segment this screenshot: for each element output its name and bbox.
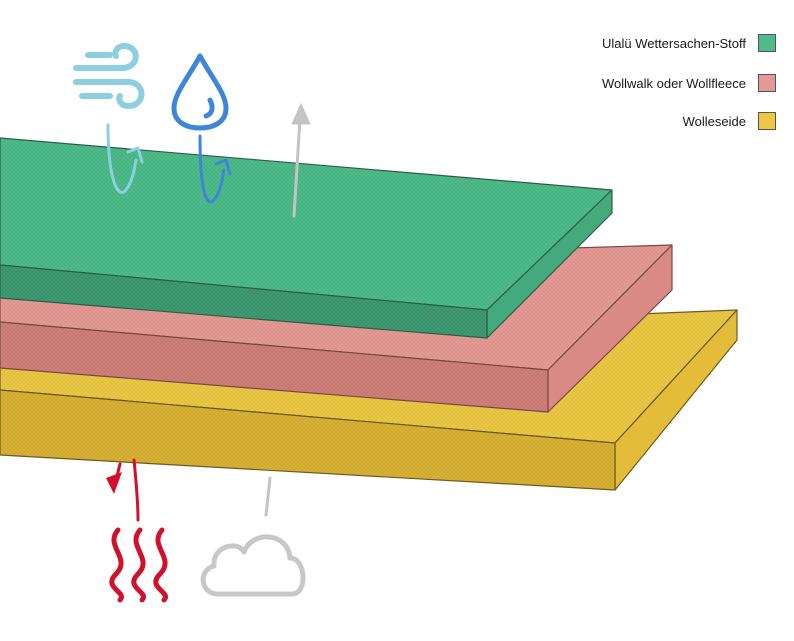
vapor-up-arrow xyxy=(291,102,311,218)
legend-swatch-yellow xyxy=(758,112,776,130)
legend-swatch-pink xyxy=(758,74,776,92)
legend-item-wettersachen-stoff: Ulalü Wettersachen-Stoff xyxy=(602,32,776,54)
water-drop-icon xyxy=(171,53,229,131)
water-arrow xyxy=(198,134,232,204)
wind-arrow xyxy=(106,123,144,194)
wind-icon xyxy=(73,42,145,110)
heat-arrowhead xyxy=(106,472,122,494)
legend-item-wollwalk: Wollwalk oder Wollfleece xyxy=(602,72,776,94)
legend-label: Wollwalk oder Wollfleece xyxy=(601,75,746,91)
heat-waves-icon xyxy=(109,527,169,603)
legend-item-wolleseide: Wolleseide xyxy=(683,110,776,132)
legend-label: Ulalü Wettersachen-Stoff xyxy=(601,35,746,51)
heat-arrow xyxy=(112,458,140,522)
legend-label: Wolleseide xyxy=(682,113,746,129)
cloud-icon xyxy=(200,534,306,597)
vapor-down-line xyxy=(264,476,272,517)
layer-wettersachen-stoff xyxy=(0,137,613,339)
legend-swatch-green xyxy=(758,34,776,52)
